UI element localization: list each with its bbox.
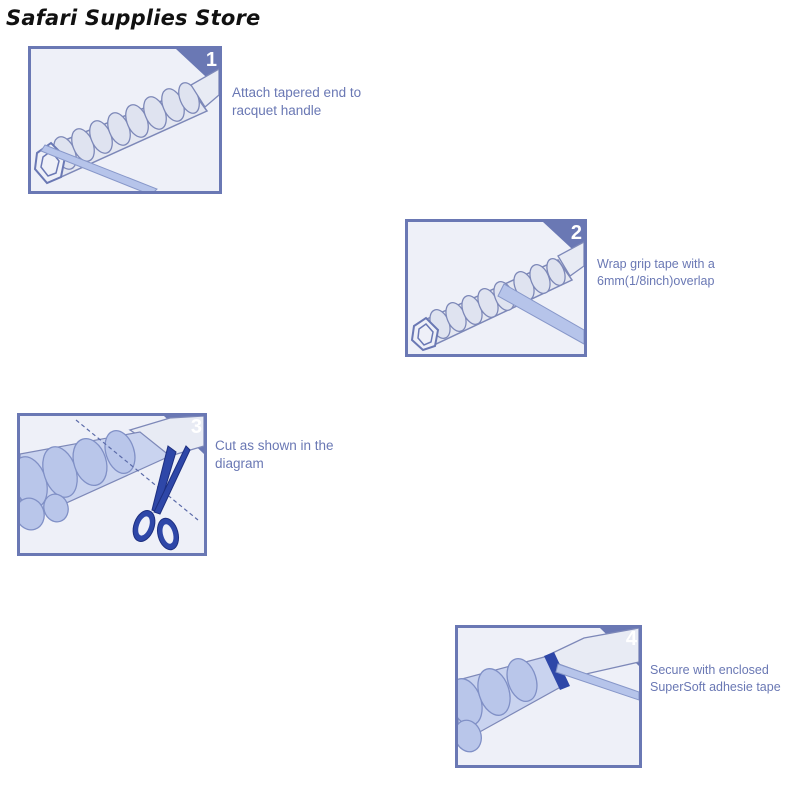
step-4-caption-line-2: SuperSoft adhesie tape	[650, 679, 781, 694]
step-2-illustration	[410, 222, 584, 352]
step-2-caption-line-2: 6mm(1/8inch)overlap	[597, 273, 715, 288]
step-3-panel: 3	[17, 413, 207, 556]
step-3-caption: Cut as shown in the diagram	[215, 437, 334, 473]
store-name: Safari Supplies Store	[6, 6, 261, 30]
step-1-caption: Attach tapered end to racquet handle	[232, 84, 361, 120]
step-2-number: 2	[570, 222, 582, 244]
step-4-illustration	[458, 628, 639, 753]
step-2-caption: Wrap grip tape with a 6mm(1/8inch)overla…	[597, 256, 715, 290]
step-3-caption-line-2: diagram	[215, 456, 264, 472]
step-4-caption: Secure with enclosed SuperSoft adhesie t…	[650, 662, 781, 696]
step-4-caption-line-1: Secure with enclosed	[650, 663, 769, 677]
step-2-caption-line-1: Wrap grip tape with a	[597, 257, 715, 271]
step-1-panel: 1	[28, 46, 222, 194]
step-1-caption-line-2: racquet handle	[232, 103, 322, 119]
step-3-number: 3	[190, 416, 202, 438]
step-1-number: 1	[205, 49, 217, 71]
step-3-illustration	[20, 416, 204, 551]
step-1-caption-line-1: Attach tapered end to	[232, 85, 362, 100]
step-1-illustration	[33, 49, 219, 191]
step-4-panel: 4	[455, 625, 642, 768]
step-2-panel: 2	[405, 219, 587, 357]
step-3-caption-line-1: Cut as shown in the	[215, 438, 334, 453]
step-4-number: 4	[625, 628, 637, 650]
